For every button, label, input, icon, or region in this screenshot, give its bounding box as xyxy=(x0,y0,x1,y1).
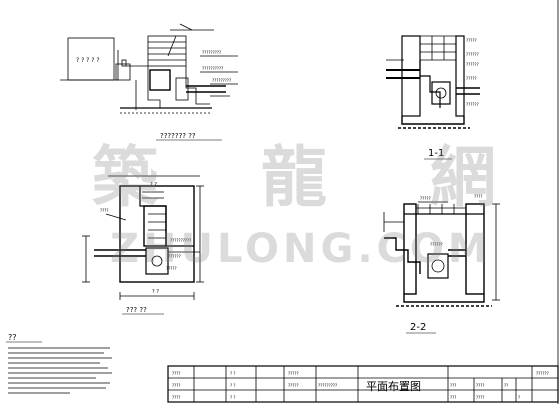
zhulong-watermark: 築 龍 網 ZHULONG.COM xyxy=(92,139,536,272)
svg-text:?????????: ????????? xyxy=(318,383,337,388)
svg-text:?????: ????? xyxy=(466,38,477,43)
svg-text:????: ???? xyxy=(474,194,483,199)
svg-text:????: ???? xyxy=(172,371,181,376)
watermark-latin: ZHULONG.COM xyxy=(110,226,492,272)
svg-text:???: ??? xyxy=(450,383,456,388)
svg-text:????: ???? xyxy=(476,395,485,400)
sump-pit xyxy=(145,247,169,275)
svg-text:??????: ?????? xyxy=(466,62,479,67)
svg-text:?????????: ????????? xyxy=(212,78,231,83)
title-block-drawing-name: 平面布置图 xyxy=(366,380,421,393)
svg-text:??????: ?????? xyxy=(466,102,479,107)
watermark-chinese: 築 龍 網 xyxy=(92,139,536,216)
svg-text:?????: ????? xyxy=(288,383,299,388)
svg-text:?????: ????? xyxy=(466,76,477,81)
svg-text:?????: ????? xyxy=(166,266,177,271)
svg-text:? ? ? ? ?: ? ? ? ? ? xyxy=(76,57,100,64)
svg-text:??????: ?????? xyxy=(466,52,479,57)
svg-text:????: ???? xyxy=(172,383,181,388)
svg-text:? ?: ? ? xyxy=(150,182,157,188)
notes-block: ?? xyxy=(6,333,112,394)
section-2-2-pit xyxy=(427,253,449,279)
section-2-2-drawing: ????? ???? ?????? xyxy=(383,194,500,307)
section-1-1-pit xyxy=(431,81,451,105)
plan-view-title: ??? ?? xyxy=(126,306,147,314)
notes-title: ?? xyxy=(8,333,17,342)
plan-outer-wall xyxy=(119,185,195,283)
section-2-2-label: 2-2 xyxy=(410,322,426,333)
section-1-1-label: 1-1 xyxy=(428,148,444,159)
section-1-1-drawing: ????? ?????? ?????? ????? ?????? xyxy=(386,35,480,129)
svg-text:? ?: ? ? xyxy=(230,371,236,376)
stair-tower xyxy=(147,35,187,67)
svg-text:??????????: ?????????? xyxy=(202,66,223,71)
svg-text:???: ??? xyxy=(450,395,456,400)
plan-view-drawing: ? ? ? ? ???? ?????????? ?????? ????? xyxy=(82,175,204,300)
svg-text:????: ???? xyxy=(476,383,485,388)
svg-text:?????: ????? xyxy=(288,371,299,376)
title-block: ???? ???? ???? ? ? ? ? ? ? ????? ????? ?… xyxy=(167,365,559,403)
svg-text:??????: ?????? xyxy=(168,254,181,259)
svg-text:?????: ????? xyxy=(420,196,431,201)
svg-text:?????????: ????????? xyxy=(202,50,221,55)
svg-text:????: ???? xyxy=(172,395,181,400)
svg-text:??: ?? xyxy=(504,383,508,388)
svg-text:??????: ?????? xyxy=(536,371,549,376)
svg-text:? ?: ? ? xyxy=(230,395,236,400)
svg-text:??????????: ?????????? xyxy=(170,238,191,243)
top-section-title: ??????? ?? xyxy=(160,132,196,140)
svg-text:?: ? xyxy=(518,395,520,400)
svg-text:? ?: ? ? xyxy=(152,289,159,295)
svg-text:? ?: ? ? xyxy=(230,383,236,388)
svg-text:??????: ?????? xyxy=(430,242,443,247)
svg-text:????: ???? xyxy=(100,208,109,213)
top-left-section-drawing: ? ? ? ? ? ????????? ?????????? ????????? xyxy=(60,23,238,114)
